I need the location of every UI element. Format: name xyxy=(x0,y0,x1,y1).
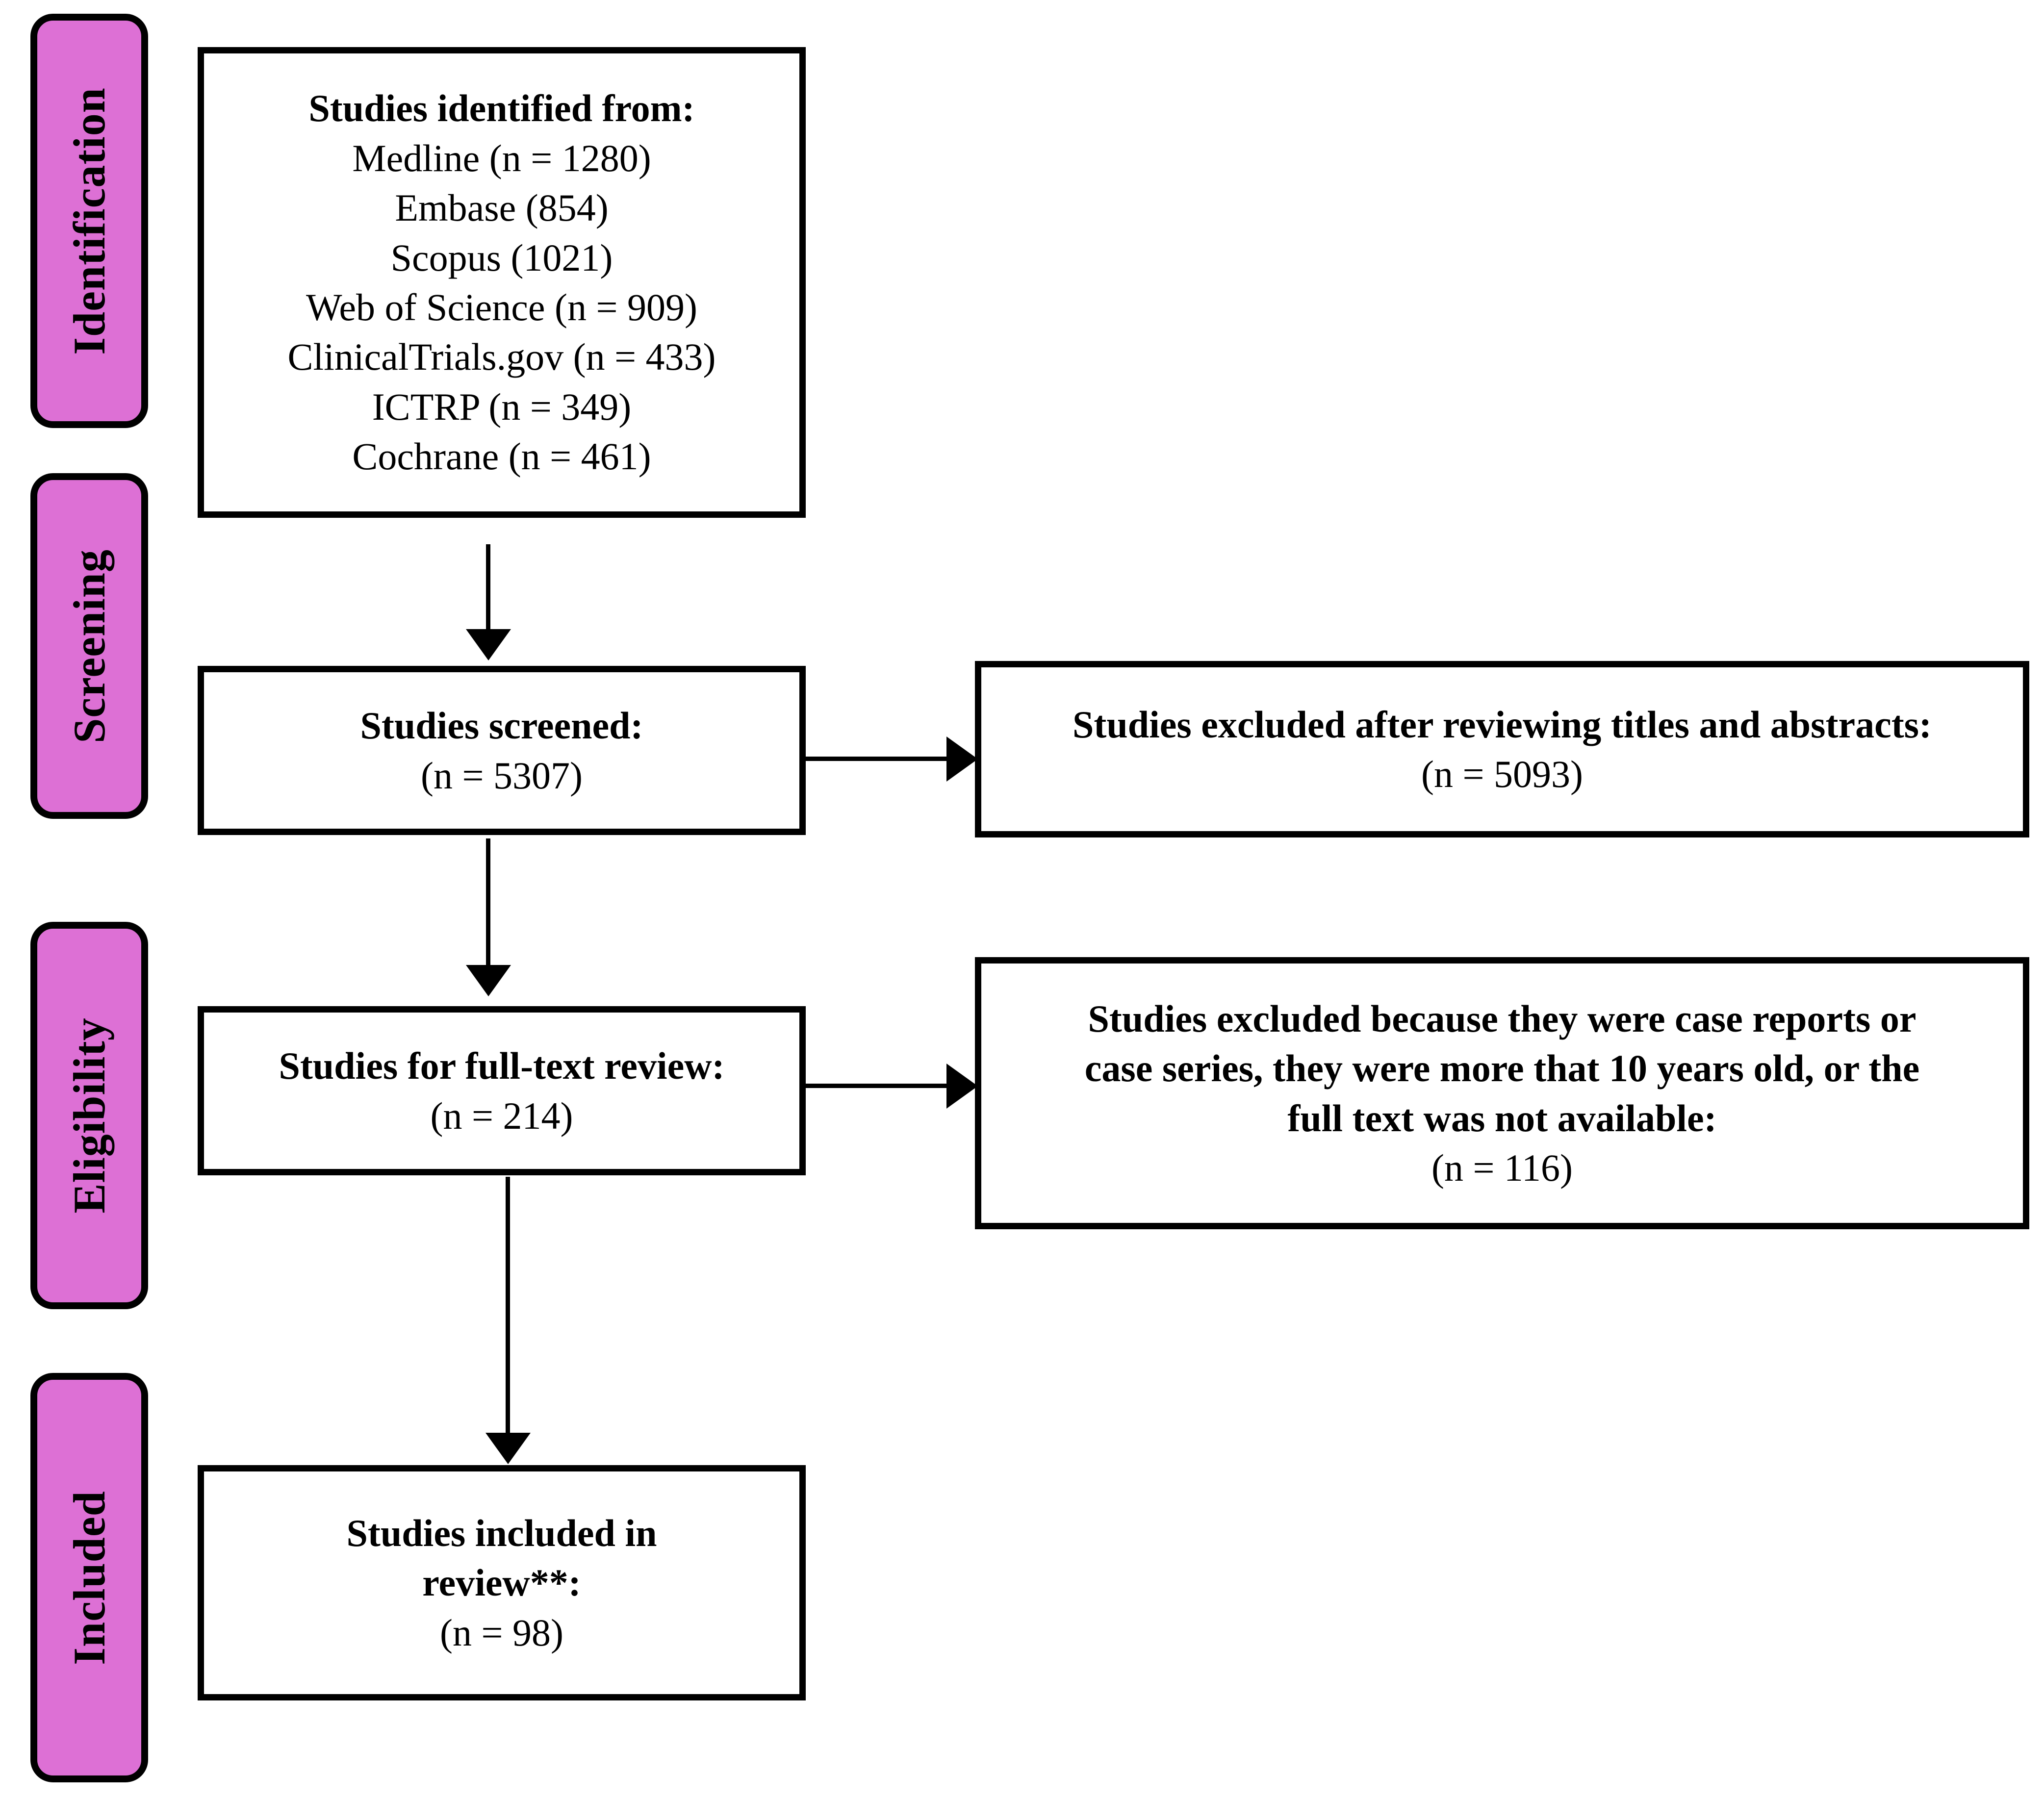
source-web-of-science: Web of Science (n = 909) xyxy=(306,286,697,329)
box-excluded-titles-abstracts: Studies excluded after reviewing titles … xyxy=(975,661,2029,837)
connector-screened-to-full-text xyxy=(486,838,490,971)
box-studies-included-count: (n = 98) xyxy=(440,1611,563,1654)
source-clinicaltrials-gov: ClinicalTrials.gov (n = 433) xyxy=(287,335,716,379)
arrowhead-screened-to-full-text xyxy=(466,965,511,996)
connector-full-text-to-included xyxy=(506,1177,510,1439)
stage-band-screening: Screening xyxy=(30,473,148,819)
box-studies-identified: Studies identified from: Medline (n = 12… xyxy=(198,47,806,518)
stage-band-included: Included xyxy=(30,1373,148,1782)
box-studies-identified-heading: Studies identified from: xyxy=(308,87,695,130)
stage-band-identification: Identification xyxy=(30,14,148,428)
box-excluded-full-text-line1: Studies excluded because they were case … xyxy=(1088,997,1916,1040)
stage-band-eligibility-label: Eligibility xyxy=(64,1017,114,1214)
box-full-text-review-count: (n = 214) xyxy=(430,1094,573,1137)
connector-screened-to-excluded xyxy=(804,757,954,761)
box-excluded-full-text-line2: case series, they were more that 10 year… xyxy=(1084,1047,1920,1090)
connector-full-text-to-excluded xyxy=(804,1084,954,1088)
stage-band-screening-label: Screening xyxy=(64,549,115,743)
box-studies-included-line1: Studies included in xyxy=(346,1511,657,1554)
arrowhead-full-text-to-excluded xyxy=(946,1064,978,1109)
box-studies-included-line2: review**: xyxy=(422,1561,581,1604)
source-ictrp: ICTRP (n = 349) xyxy=(372,385,632,428)
box-studies-screened-heading: Studies screened: xyxy=(360,704,643,747)
source-medline: Medline (n = 1280) xyxy=(352,136,651,179)
stage-band-eligibility: Eligibility xyxy=(30,922,148,1309)
box-excluded-titles-abstracts-count: (n = 5093) xyxy=(1421,753,1583,795)
box-studies-screened-count: (n = 5307) xyxy=(421,754,583,797)
arrowhead-full-text-to-included xyxy=(485,1433,531,1464)
box-excluded-full-text-count: (n = 116) xyxy=(1431,1146,1573,1189)
box-full-text-review-heading: Studies for full-text review: xyxy=(279,1044,725,1088)
box-excluded-titles-abstracts-heading: Studies excluded after reviewing titles … xyxy=(1073,703,1932,746)
box-excluded-full-text-line3: full text was not available: xyxy=(1287,1096,1717,1140)
box-excluded-full-text: Studies excluded because they were case … xyxy=(975,957,2029,1229)
arrowhead-screened-to-excluded xyxy=(946,736,978,782)
box-studies-screened: Studies screened: (n = 5307) xyxy=(198,666,806,835)
arrowhead-identified-to-screened xyxy=(466,629,511,660)
stage-band-identification-label: Identification xyxy=(64,87,114,355)
source-cochrane: Cochrane (n = 461) xyxy=(352,435,651,478)
source-scopus: Scopus (1021) xyxy=(390,236,613,279)
box-full-text-review: Studies for full-text review: (n = 214) xyxy=(198,1006,806,1175)
connector-identified-to-screened xyxy=(486,544,490,635)
stage-band-included-label: Included xyxy=(64,1490,115,1665)
source-embase: Embase (854) xyxy=(395,186,609,229)
box-studies-included: Studies included in review**: (n = 98) xyxy=(198,1465,806,1700)
